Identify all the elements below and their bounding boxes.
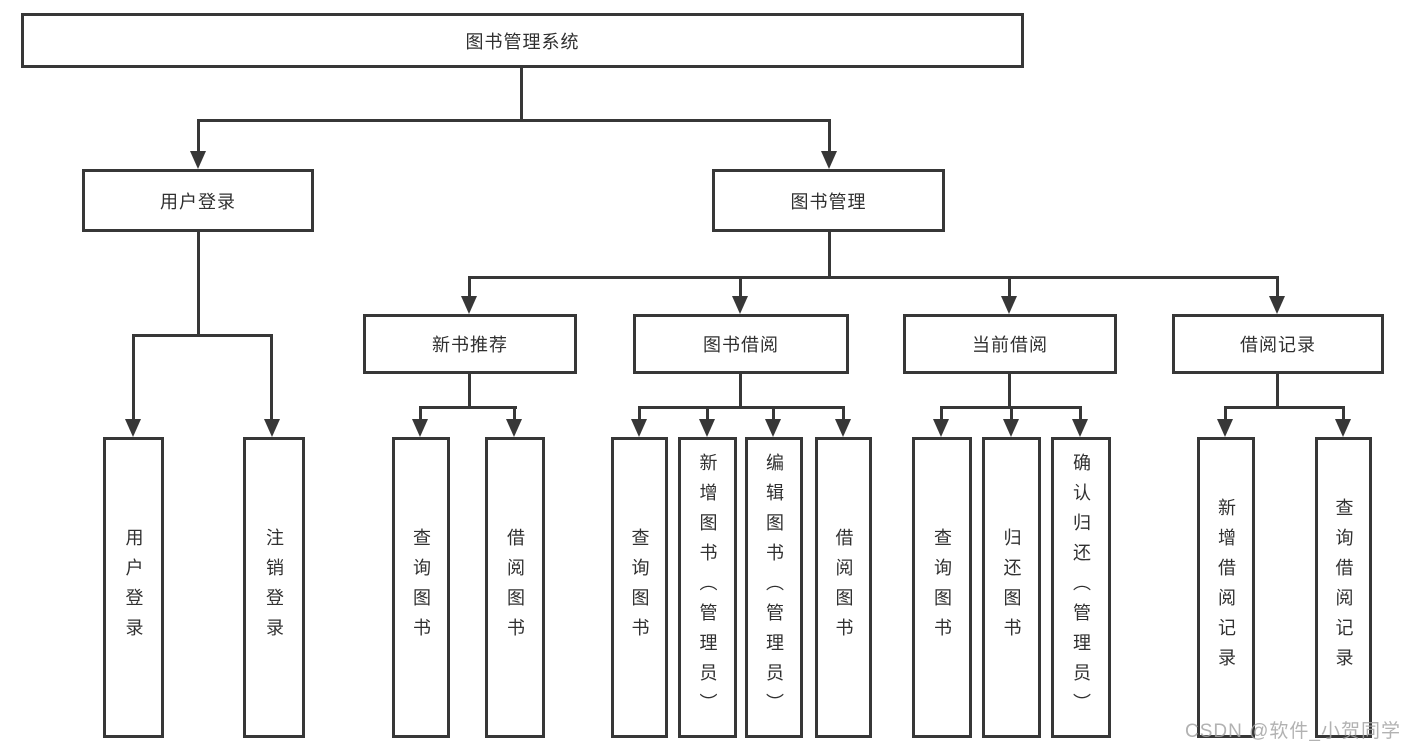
connector-line (197, 119, 831, 122)
arrow-down-icon (412, 419, 428, 437)
arrow-down-icon (765, 419, 781, 437)
leaf-borrow-edit-books-admin: 编辑图书（管理员） (745, 437, 803, 738)
leaf-current-confirm-return-admin-label: 确认归还（管理员） (1071, 452, 1091, 723)
leaf-records-query-record: 查询借阅记录 (1315, 437, 1372, 738)
connector-line (1010, 406, 1013, 422)
node-book-management: 图书管理 (712, 169, 945, 232)
node-book-borrow-label: 图书借阅 (703, 335, 779, 355)
connector-line (419, 406, 517, 409)
arrow-down-icon (732, 296, 748, 314)
leaf-logout-label: 注销登录 (264, 527, 284, 648)
connector-line (1276, 276, 1279, 300)
leaf-records-add-record-label: 新增借阅记录 (1216, 497, 1236, 678)
leaf-borrow-query-books: 查询图书 (611, 437, 668, 738)
connector-line (197, 119, 200, 155)
connector-line (513, 406, 516, 422)
node-current-borrow-label: 当前借阅 (972, 335, 1048, 355)
connector-line (638, 406, 641, 422)
node-book-borrow: 图书借阅 (633, 314, 849, 374)
arrow-down-icon (125, 419, 141, 437)
leaf-current-confirm-return-admin: 确认归还（管理员） (1051, 437, 1111, 738)
leaf-newbook-query-books: 查询图书 (392, 437, 450, 738)
connector-line (940, 406, 943, 422)
connector-line (270, 334, 273, 421)
leaf-borrow-query-books-label: 查询图书 (629, 527, 650, 648)
leaf-current-return-books-label: 归还图书 (1001, 527, 1022, 648)
node-new-book-recommend-label: 新书推荐 (432, 335, 508, 355)
connector-line (132, 334, 135, 421)
arrow-down-icon (631, 419, 647, 437)
arrow-down-icon (506, 419, 522, 437)
arrow-down-icon (1003, 419, 1019, 437)
connector-line (197, 232, 200, 337)
connector-line (1342, 406, 1345, 422)
connector-line (1008, 276, 1011, 300)
leaf-borrow-add-books-admin-label: 新增图书（管理员） (697, 452, 718, 723)
arrow-down-icon (835, 419, 851, 437)
leaf-user-login: 用户登录 (103, 437, 164, 738)
arrow-down-icon (1072, 419, 1088, 437)
connector-line (1008, 374, 1011, 409)
connector-line (828, 119, 831, 155)
arrow-down-icon (1269, 296, 1285, 314)
connector-line (1224, 406, 1345, 409)
node-current-borrow: 当前借阅 (903, 314, 1117, 374)
leaf-borrow-edit-books-admin-label: 编辑图书（管理员） (764, 452, 784, 723)
connector-line (468, 374, 471, 409)
node-root-label: 图书管理系统 (465, 31, 580, 52)
node-user-login-label: 用户登录 (160, 191, 236, 212)
connector-line (1079, 406, 1082, 422)
csdn-watermark: CSDN @软件_小贺同学 (1185, 721, 1401, 742)
leaf-newbook-borrow-books: 借阅图书 (485, 437, 545, 738)
arrow-down-icon (190, 151, 206, 169)
arrow-down-icon (1001, 296, 1017, 314)
leaf-current-query-books: 查询图书 (912, 437, 972, 738)
leaf-borrow-borrow-books: 借阅图书 (815, 437, 872, 738)
arrow-down-icon (933, 419, 949, 437)
node-borrow-records: 借阅记录 (1172, 314, 1384, 374)
leaf-logout: 注销登录 (243, 437, 305, 738)
connector-line (520, 66, 523, 121)
arrow-down-icon (821, 151, 837, 169)
leaf-records-query-record-label: 查询借阅记录 (1333, 497, 1354, 678)
connector-line (468, 276, 1279, 279)
leaf-current-query-books-label: 查询图书 (932, 527, 952, 648)
connector-line (739, 374, 742, 409)
node-user-login: 用户登录 (82, 169, 314, 232)
arrow-down-icon (699, 419, 715, 437)
connector-line (132, 334, 273, 337)
node-root: 图书管理系统 (21, 13, 1024, 68)
leaf-records-add-record: 新增借阅记录 (1197, 437, 1255, 738)
node-borrow-records-label: 借阅记录 (1240, 335, 1316, 355)
leaf-newbook-query-books-label: 查询图书 (411, 527, 431, 648)
node-book-management-label: 图书管理 (790, 191, 867, 212)
connector-line (842, 406, 845, 422)
leaf-user-login-label: 用户登录 (123, 527, 144, 648)
connector-line (1224, 406, 1227, 422)
leaf-borrow-borrow-books-label: 借阅图书 (833, 527, 854, 648)
connector-line (638, 406, 845, 409)
connector-line (739, 276, 742, 300)
arrow-down-icon (461, 296, 477, 314)
node-new-book-recommend: 新书推荐 (363, 314, 577, 374)
connector-line (828, 232, 831, 279)
leaf-borrow-add-books-admin: 新增图书（管理员） (678, 437, 737, 738)
connector-line (706, 406, 709, 422)
connector-line (468, 276, 471, 300)
connector-line (772, 406, 775, 422)
arrow-down-icon (264, 419, 280, 437)
connector-line (1276, 374, 1279, 409)
leaf-newbook-borrow-books-label: 借阅图书 (505, 527, 525, 648)
arrow-down-icon (1217, 419, 1233, 437)
leaf-current-return-books: 归还图书 (982, 437, 1041, 738)
arrow-down-icon (1335, 419, 1351, 437)
connector-line (419, 406, 422, 422)
